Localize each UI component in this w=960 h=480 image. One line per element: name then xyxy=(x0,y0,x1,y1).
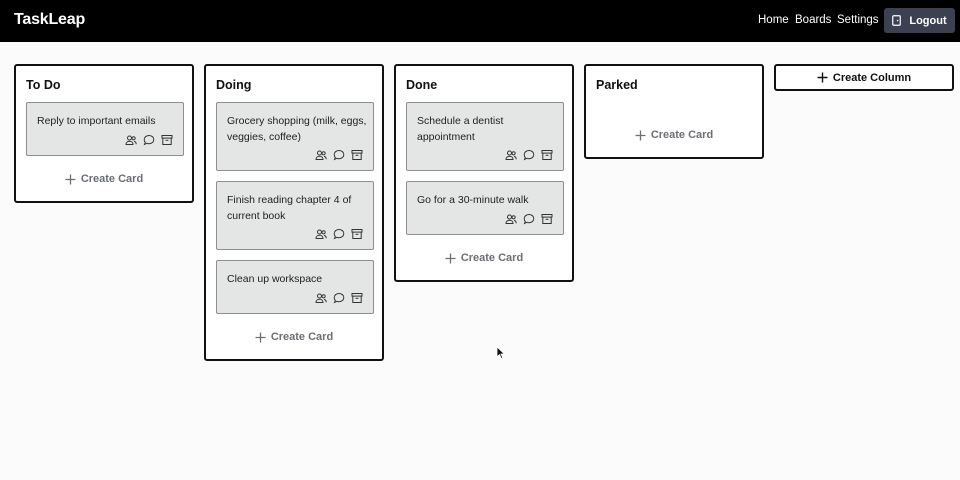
column-title: Parked xyxy=(596,78,638,92)
plus-icon xyxy=(817,72,828,83)
card-text: Clean up workspace xyxy=(227,273,323,285)
create-card-button[interactable]: Create Card xyxy=(586,129,762,141)
archive-icon[interactable] xyxy=(351,149,363,161)
column-done: Done Schedule a dentist appointment Go f… xyxy=(394,64,574,282)
create-card-label: Create Card xyxy=(80,173,144,185)
archive-icon[interactable] xyxy=(541,213,553,225)
nav-home-link[interactable]: Home xyxy=(758,14,789,26)
nav-settings-link[interactable]: Settings xyxy=(837,14,879,26)
task-card[interactable]: Schedule a dentist appointment xyxy=(406,102,564,171)
users-icon[interactable] xyxy=(315,292,327,304)
users-icon[interactable] xyxy=(505,149,517,161)
comment-icon[interactable] xyxy=(333,228,345,240)
column-title: Done xyxy=(406,78,438,92)
archive-icon[interactable] xyxy=(351,292,363,304)
create-card-button[interactable]: Create Card xyxy=(396,252,572,264)
kanban-board: To Do Reply to important emails Create C… xyxy=(0,42,960,480)
card-text: Grocery shopping (milk, eggs, veggies, c… xyxy=(227,115,367,143)
comment-icon[interactable] xyxy=(333,149,345,161)
mouse-cursor-icon xyxy=(496,346,506,360)
users-icon[interactable] xyxy=(125,134,137,146)
card-actions xyxy=(315,292,363,304)
plus-icon xyxy=(445,253,456,264)
create-card-label: Create Card xyxy=(270,331,334,343)
users-icon[interactable] xyxy=(505,213,517,225)
card-actions xyxy=(505,149,553,161)
create-card-button[interactable]: Create Card xyxy=(16,173,192,185)
create-column-button[interactable]: Create Column xyxy=(774,64,954,91)
create-card-button[interactable]: Create Card xyxy=(206,331,382,343)
column-doing: Doing Grocery shopping (milk, eggs, vegg… xyxy=(204,64,384,361)
plus-icon xyxy=(65,174,76,185)
nav-boards-link[interactable]: Boards xyxy=(795,14,832,26)
comment-icon[interactable] xyxy=(523,149,535,161)
task-card[interactable]: Clean up workspace xyxy=(216,260,374,314)
task-card[interactable]: Finish reading chapter 4 of current book xyxy=(216,181,374,250)
users-icon[interactable] xyxy=(315,149,327,161)
task-card[interactable]: Reply to important emails xyxy=(26,102,184,156)
create-card-label: Create Card xyxy=(650,129,714,141)
users-icon[interactable] xyxy=(315,228,327,240)
task-card[interactable]: Go for a 30-minute walk xyxy=(406,181,564,235)
task-card[interactable]: Grocery shopping (milk, eggs, veggies, c… xyxy=(216,102,374,171)
comment-icon[interactable] xyxy=(333,292,345,304)
create-column-label: Create Column xyxy=(832,71,912,84)
comment-icon[interactable] xyxy=(143,134,155,146)
top-navbar: TaskLeap Home Boards Settings Logout xyxy=(0,0,960,42)
column-title: To Do xyxy=(26,78,61,92)
column-to-do: To Do Reply to important emails Create C… xyxy=(14,64,194,203)
card-actions xyxy=(125,134,173,146)
card-actions xyxy=(315,149,363,161)
logout-label: Logout xyxy=(909,14,947,27)
card-text: Reply to important emails xyxy=(37,115,156,127)
column-parked: Parked Create Card xyxy=(584,64,764,159)
card-text: Go for a 30-minute walk xyxy=(417,194,529,206)
app-brand[interactable]: TaskLeap xyxy=(14,11,86,28)
plus-icon xyxy=(635,130,646,141)
card-actions xyxy=(505,213,553,225)
plus-icon xyxy=(255,332,266,343)
comment-icon[interactable] xyxy=(523,213,535,225)
archive-icon[interactable] xyxy=(351,228,363,240)
door-exit-icon xyxy=(892,15,902,26)
create-card-label: Create Card xyxy=(460,252,524,264)
card-text: Schedule a dentist appointment xyxy=(417,115,504,143)
logout-button[interactable]: Logout xyxy=(884,8,955,33)
card-text: Finish reading chapter 4 of current book xyxy=(227,194,352,222)
card-actions xyxy=(315,228,363,240)
archive-icon[interactable] xyxy=(161,134,173,146)
archive-icon[interactable] xyxy=(541,149,553,161)
column-title: Doing xyxy=(216,78,252,92)
